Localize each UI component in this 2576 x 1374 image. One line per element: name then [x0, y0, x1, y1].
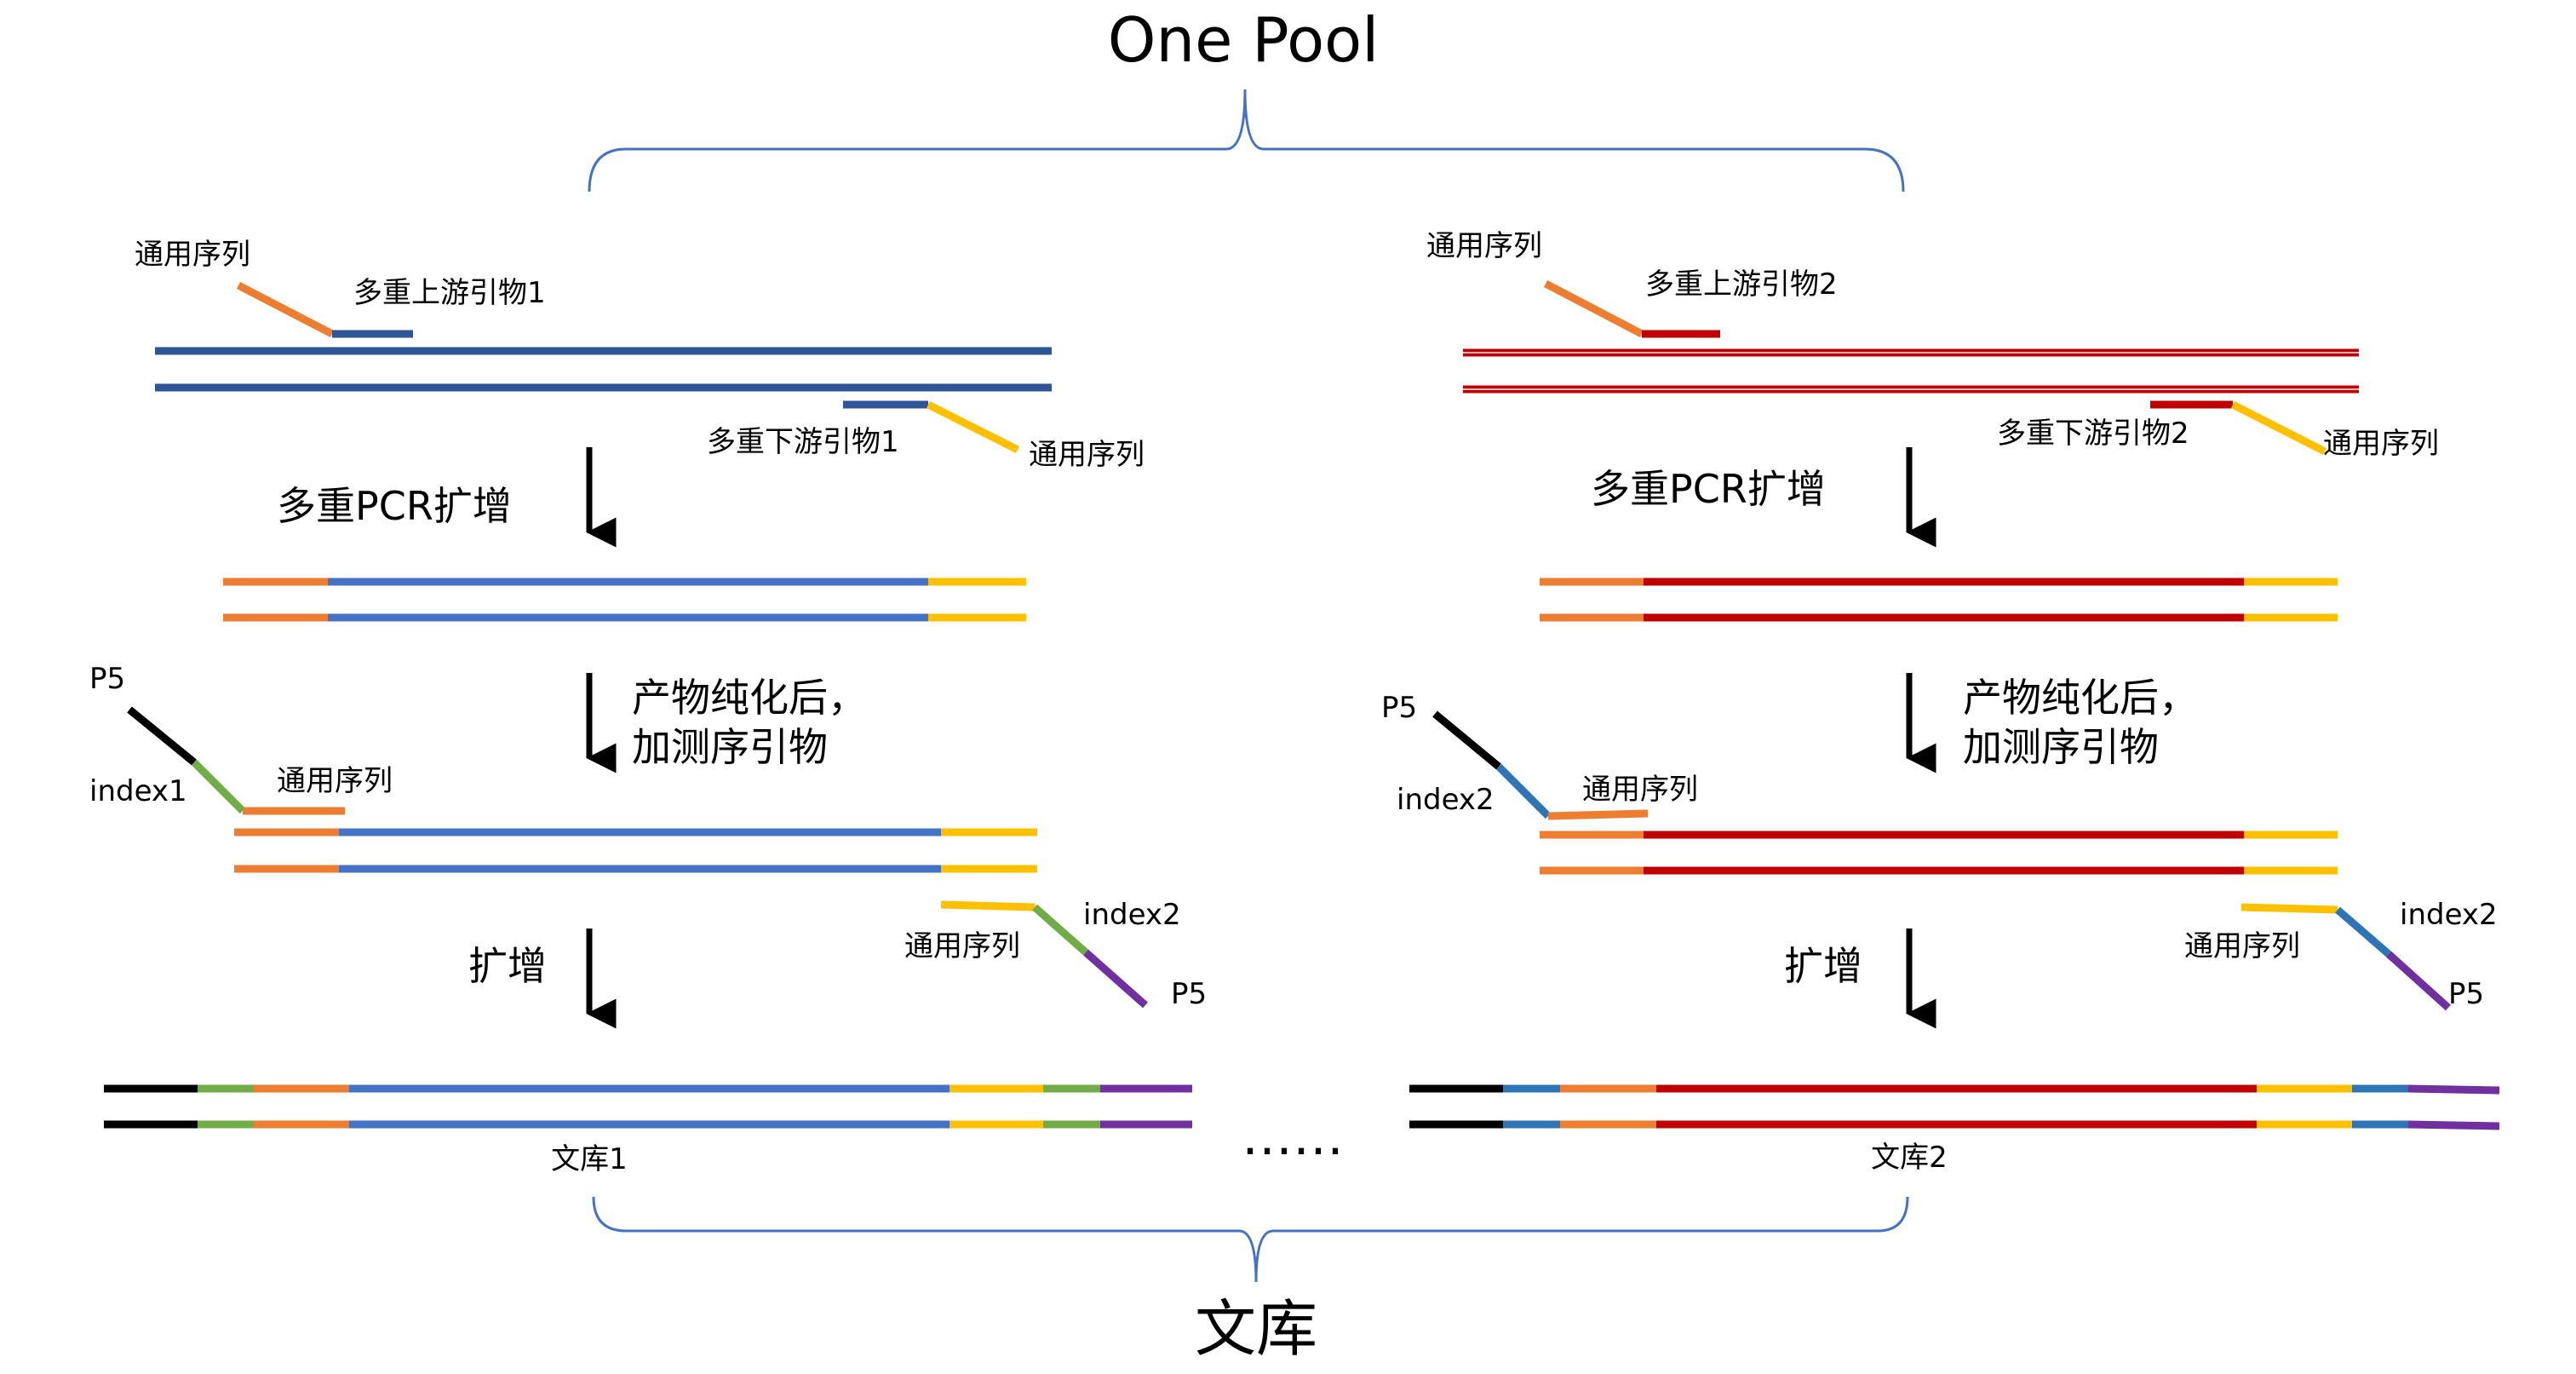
right-index-label-top: index2: [1397, 783, 1495, 817]
right-reverse-primer-label: 多重下游引物2: [1997, 417, 2189, 451]
right-universal-tail-bottom: [2230, 400, 2327, 456]
bottom-brace: [592, 1196, 1909, 1283]
left-panel: 通用序列 多重上游引物1 多重下游引物1 通用序列 多重PCR扩增 产物纯化后，…: [89, 238, 1207, 1176]
right-lib2-p7: [2407, 1120, 2500, 1130]
right-p5-adapter-top: [1432, 710, 1501, 770]
diagram-title: One Pool: [1108, 4, 1379, 76]
left-step3-label: 扩增: [468, 943, 547, 989]
top-brace: [588, 89, 1905, 193]
right-universal-label-mid: 通用序列: [1582, 773, 1698, 807]
right-step2-line2: 加测序引物: [1963, 724, 2159, 770]
right-lib1-p7: [2407, 1084, 2500, 1095]
right-universal-tail-top: [1543, 280, 1644, 337]
right-universal-label-mid2: 通用序列: [2184, 929, 2300, 963]
left-universal-tail-top: [236, 282, 335, 337]
right-universal-label-top: 通用序列: [1426, 229, 1542, 263]
more-libraries-ellipsis: ……: [1242, 1107, 1344, 1167]
left-universal-label-top: 通用序列: [135, 238, 250, 272]
right-step3-label: 扩增: [1784, 943, 1862, 989]
right-library-label: 文库2: [1871, 1141, 1948, 1175]
left-index2-segment: [1032, 904, 1088, 956]
left-universal-label-mid2: 通用序列: [904, 929, 1020, 963]
right-universal-seg-mid: [1547, 809, 1649, 820]
left-p5-label-bottom: P5: [1171, 977, 1207, 1011]
left-universal-tail-bottom: [926, 400, 1020, 454]
left-p5-label-top: P5: [89, 662, 125, 696]
right-forward-primer-label: 多重上游引物2: [1645, 267, 1838, 302]
left-reverse-primer-label: 多重下游引物1: [707, 425, 899, 459]
right-step1-label: 多重PCR扩增: [1591, 466, 1826, 512]
right-index-label-bottom: index2: [2400, 898, 2498, 932]
right-step2-line1: 产物纯化后，: [1963, 675, 2198, 721]
left-step1-label: 多重PCR扩增: [277, 483, 512, 529]
left-forward-primer-label: 多重上游引物1: [353, 276, 546, 310]
left-universal-seg-mid2: [940, 900, 1036, 911]
bottom-title: 文库: [1195, 1293, 1317, 1365]
right-index2-segment-bottom: [2335, 906, 2391, 957]
left-step2-line1: 产物纯化后，: [632, 675, 867, 721]
left-index1-segment: [191, 759, 246, 814]
left-universal-label-bottom: 通用序列: [1029, 438, 1145, 472]
left-p5-adapter-top: [127, 706, 197, 766]
left-library-label: 文库1: [551, 1142, 628, 1176]
right-panel: 通用序列 多重上游引物2 多重下游引物2 通用序列 多重PCR扩增 产物纯化后，…: [1381, 229, 2500, 1175]
right-p7-adapter-bottom: [2385, 951, 2452, 1011]
left-p7-adapter-bottom: [1083, 949, 1148, 1009]
right-index2-segment-top: [1495, 763, 1552, 819]
right-p5-label-bottom: P5: [2448, 977, 2484, 1011]
left-index1-label: index1: [89, 774, 187, 808]
left-universal-label-mid: 通用序列: [277, 764, 393, 798]
left-step2-line2: 加测序引物: [632, 724, 828, 770]
right-universal-seg-mid2: [2240, 903, 2338, 914]
right-p5-label-top: P5: [1381, 691, 1417, 725]
right-universal-label-bottom: 通用序列: [2323, 427, 2439, 461]
left-index2-label: index2: [1083, 898, 1181, 932]
